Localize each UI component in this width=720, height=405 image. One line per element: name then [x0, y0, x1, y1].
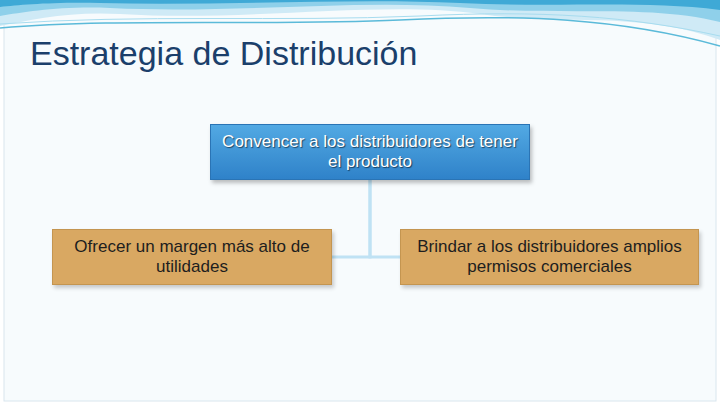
root-box: Convencer a los distribuidores de tener … — [210, 124, 530, 180]
slide-frame — [4, 4, 716, 401]
slide-title: Estrategia de Distribución — [30, 34, 417, 73]
box-label: Ofrecer un margen más alto de utilidades — [61, 237, 323, 278]
tree-connector — [370, 180, 400, 257]
wave-line — [0, 14, 720, 36]
branch-box: Ofrecer un margen más alto de utilidades — [52, 229, 332, 285]
tree-connector — [332, 180, 370, 257]
box-label: Convencer a los distribuidores de tener … — [219, 132, 521, 173]
branch-box: Brindar a los distribuidores amplios per… — [400, 229, 699, 285]
top-wave — [0, 0, 720, 10]
box-label: Brindar a los distribuidores amplios per… — [409, 237, 690, 278]
